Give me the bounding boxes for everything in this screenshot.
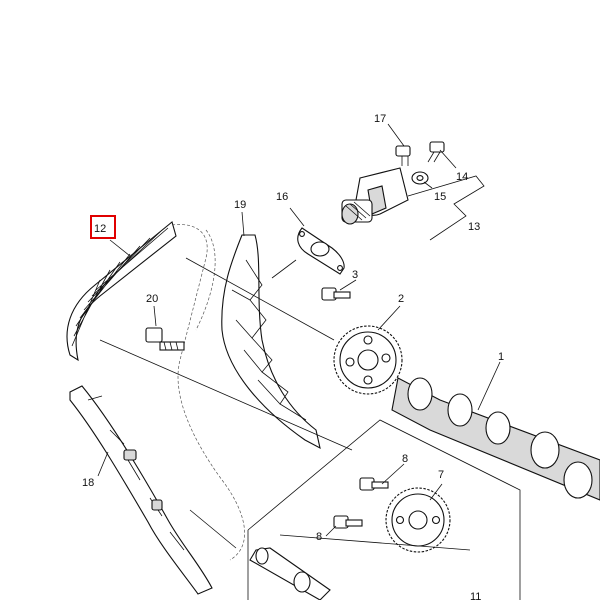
- chain-tensioner-assy: [341, 167, 409, 225]
- callout-17: 17: [374, 113, 386, 125]
- callout-16: 16: [276, 191, 288, 203]
- tensioner-bolt-14: [427, 141, 445, 163]
- washer-15: [411, 171, 429, 185]
- callout-8-lower: 8: [316, 531, 322, 543]
- callout-11: 11: [470, 591, 481, 600]
- sprocket-bolt-8b: [333, 515, 363, 529]
- callout-7: 7: [438, 469, 444, 481]
- callout-8-upper: 8: [402, 453, 408, 465]
- sprocket-bolt-3: [321, 287, 351, 301]
- camshaft: [391, 377, 600, 501]
- lower-sprocket: [385, 487, 451, 553]
- callout-18: 18: [82, 477, 94, 489]
- chain-guide-intake: [221, 234, 321, 450]
- lower-shaft: [249, 547, 331, 600]
- tensioner-gasket: [297, 227, 345, 275]
- callout-13: 13: [468, 221, 480, 233]
- callout-12: 12: [94, 223, 106, 235]
- chain-tensioner-guide: [69, 385, 213, 595]
- callout-14: 14: [456, 171, 468, 183]
- callout-19: 19: [234, 199, 246, 211]
- leader-lines: [97, 123, 501, 537]
- callout-15: 15: [434, 191, 446, 203]
- camshaft-sprocket: [333, 325, 403, 395]
- sprocket-bolt-8a: [359, 477, 389, 491]
- callout-2: 2: [398, 293, 404, 305]
- tensioner-bolt-17: [395, 145, 411, 166]
- guide-bolt-20: [145, 327, 185, 351]
- callout-1: 1: [498, 351, 504, 363]
- timing-chain: [66, 221, 245, 561]
- callout-20: 20: [146, 293, 158, 305]
- callout-3: 3: [352, 269, 358, 281]
- highlight-box: [90, 215, 116, 239]
